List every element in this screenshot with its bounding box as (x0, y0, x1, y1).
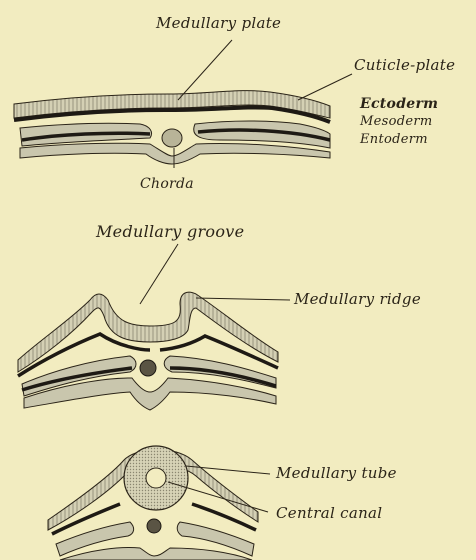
label-entoderm: Entoderm (360, 132, 428, 147)
stage3-diagram (48, 446, 270, 560)
chorda-3 (147, 519, 161, 533)
chorda-1 (162, 129, 182, 147)
chorda-2 (140, 360, 156, 376)
central-canal (146, 468, 166, 488)
label-mesoderm: Mesoderm (360, 114, 432, 129)
label-medullary-tube: Medullary tube (276, 464, 397, 482)
label-cuticle-plate: Cuticle-plate (354, 56, 455, 74)
label-chorda: Chorda (140, 176, 194, 192)
label-medullary-ridge: Medullary ridge (294, 290, 421, 308)
label-medullary-plate: Medullary plate (156, 14, 281, 32)
stage2-diagram (18, 244, 290, 410)
label-central-canal: Central canal (276, 504, 382, 522)
label-medullary-groove: Medullary groove (96, 222, 244, 241)
label-ectoderm: Ectoderm (360, 96, 438, 112)
stage1-diagram (14, 40, 352, 168)
